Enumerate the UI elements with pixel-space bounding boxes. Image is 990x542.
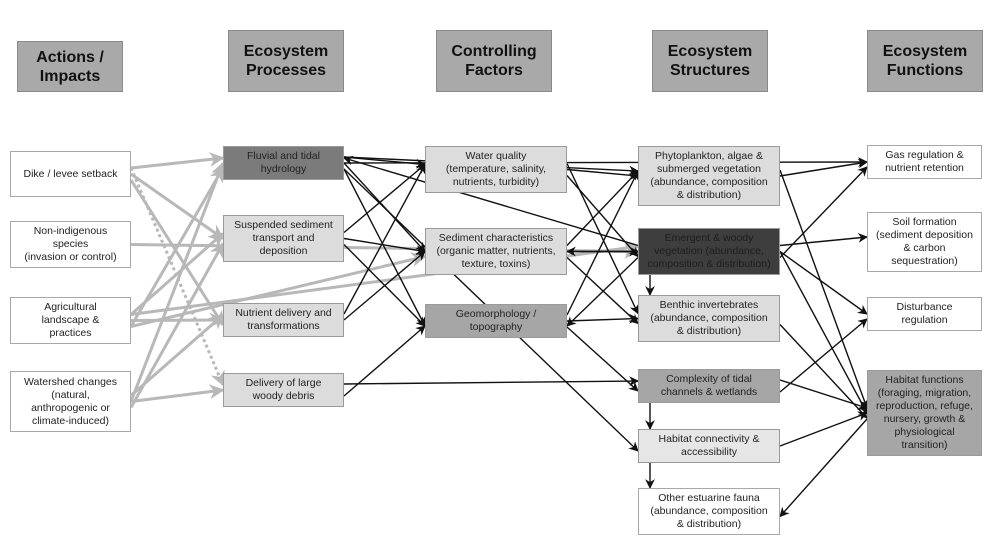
arrow-woody_debris-to-channels bbox=[343, 376, 639, 386]
arrow-water_quality-to-benthic bbox=[566, 163, 639, 315]
arrow-dike-to-nutrient_delivery bbox=[129, 179, 225, 327]
header-actions-impacts: Actions / Impacts bbox=[17, 41, 123, 92]
node-sediment-characteristics[interactable]: Sediment characteristics (organic matter… bbox=[425, 228, 567, 275]
node-non-indigenous-species[interactable]: Non-indigenous species (invasion or cont… bbox=[10, 221, 131, 268]
arrow-sediment_char-to-phytoplankton bbox=[566, 170, 639, 246]
node-fluvial-tidal-hydrology[interactable]: Fluvial and tidal hydrology bbox=[223, 146, 344, 180]
arrow-woody_debris-to-geomorphology bbox=[343, 325, 426, 397]
arrow-watershed-to-nutrient_delivery bbox=[130, 313, 225, 397]
arrow-water_quality-to-phytoplankton bbox=[566, 168, 639, 181]
arrow-hydrology-to-geomorphology bbox=[343, 168, 426, 327]
node-habitat-connectivity[interactable]: Habitat connectivity & accessibility bbox=[638, 429, 780, 463]
arrow-sediment_char-to-benthic bbox=[566, 256, 639, 325]
arrow-emergent-to-habitat bbox=[779, 251, 868, 414]
header-ecosystem-functions: Ecosystem Functions bbox=[867, 30, 983, 92]
arrow-emergent-to-hydrology bbox=[343, 155, 639, 247]
arrow-geomorphology-to-channels bbox=[566, 326, 639, 392]
node-gas-regulation[interactable]: Gas regulation & nutrient retention bbox=[867, 145, 982, 179]
arrow-dike-to-hydrology bbox=[130, 152, 225, 170]
header-ecosystem-processes: Ecosystem Processes bbox=[228, 30, 344, 92]
node-watershed-changes[interactable]: Watershed changes (natural, anthropogeni… bbox=[10, 371, 131, 432]
node-other-estuarine-fauna[interactable]: Other estuarine fauna (abundance, compos… bbox=[638, 488, 780, 535]
arrow-emergent-to-disturbance bbox=[779, 250, 868, 315]
node-nutrient-delivery[interactable]: Nutrient delivery and transformations bbox=[223, 303, 344, 337]
node-dike-levee-setback[interactable]: Dike / levee setback bbox=[10, 151, 131, 197]
node-agricultural-landscape[interactable]: Agricultural landscape & practices bbox=[10, 297, 131, 344]
arrow-phytoplankton-to-gas bbox=[779, 158, 868, 177]
arrow-habitat-to-fauna bbox=[779, 418, 868, 518]
node-complexity-tidal-channels[interactable]: Complexity of tidal channels & wetlands bbox=[638, 369, 780, 403]
node-geomorphology-topography[interactable]: Geomorphology / topography bbox=[425, 304, 567, 338]
arrow-sediment_transport-to-water_quality bbox=[343, 163, 426, 234]
arrow-agricultural-to-nutrient_delivery bbox=[130, 312, 225, 328]
arrow-watershed-to-woody_debris bbox=[130, 384, 225, 403]
node-emergent-woody-vegetation[interactable]: Emergent & woody vegetation (abundance, … bbox=[638, 228, 780, 275]
arrow-benthic-to-habitat bbox=[779, 324, 868, 419]
node-suspended-sediment-transport[interactable]: Suspended sediment transport and deposit… bbox=[223, 215, 344, 262]
arrow-emergent-to-geomorphology bbox=[566, 256, 639, 327]
arrow-geomorphology-to-phytoplankton bbox=[566, 170, 639, 316]
node-habitat-functions[interactable]: Habitat functions (foraging, migration, … bbox=[867, 370, 982, 456]
node-soil-formation[interactable]: Soil formation (sediment deposition & ca… bbox=[867, 212, 982, 272]
arrow-connectivity-to-habitat bbox=[779, 411, 868, 447]
arrow-geomorphology-to-benthic bbox=[566, 313, 639, 324]
node-water-quality[interactable]: Water quality (temperature, salinity, nu… bbox=[425, 146, 567, 193]
arrow-sediment_transport-to-sediment_char bbox=[343, 237, 426, 255]
arrow-channels-to-disturbance bbox=[779, 318, 868, 393]
arrow-nutrient_delivery-to-water_quality bbox=[343, 163, 426, 315]
arrow-emergent-to-soil bbox=[779, 232, 868, 247]
arrow-agricultural-to-sediment_transport bbox=[130, 232, 225, 316]
arrow-phytoplankton-to-habitat bbox=[779, 169, 869, 409]
node-large-woody-debris[interactable]: Delivery of large woody debris bbox=[223, 373, 344, 407]
arrow-watershed-to-hydrology bbox=[129, 161, 226, 403]
arrow-hydrology-to-gas bbox=[343, 157, 868, 167]
node-benthic-invertebrates[interactable]: Benthic invertebrates (abundance, compos… bbox=[638, 295, 780, 342]
arrow-nutrient_delivery-to-sediment_char bbox=[343, 250, 426, 321]
header-ecosystem-structures: Ecosystem Structures bbox=[652, 30, 768, 92]
arrow-agricultural-to-sediment_char bbox=[130, 252, 427, 328]
arrow-dike-to-sediment_transport bbox=[130, 172, 225, 240]
header-controlling-factors: Controlling Factors bbox=[436, 30, 552, 92]
node-phytoplankton-algae[interactable]: Phytoplankton, algae & submerged vegetat… bbox=[638, 146, 780, 206]
arrow-emergent-to-gas bbox=[779, 166, 868, 258]
node-disturbance-regulation[interactable]: Disturbance regulation bbox=[867, 297, 982, 331]
